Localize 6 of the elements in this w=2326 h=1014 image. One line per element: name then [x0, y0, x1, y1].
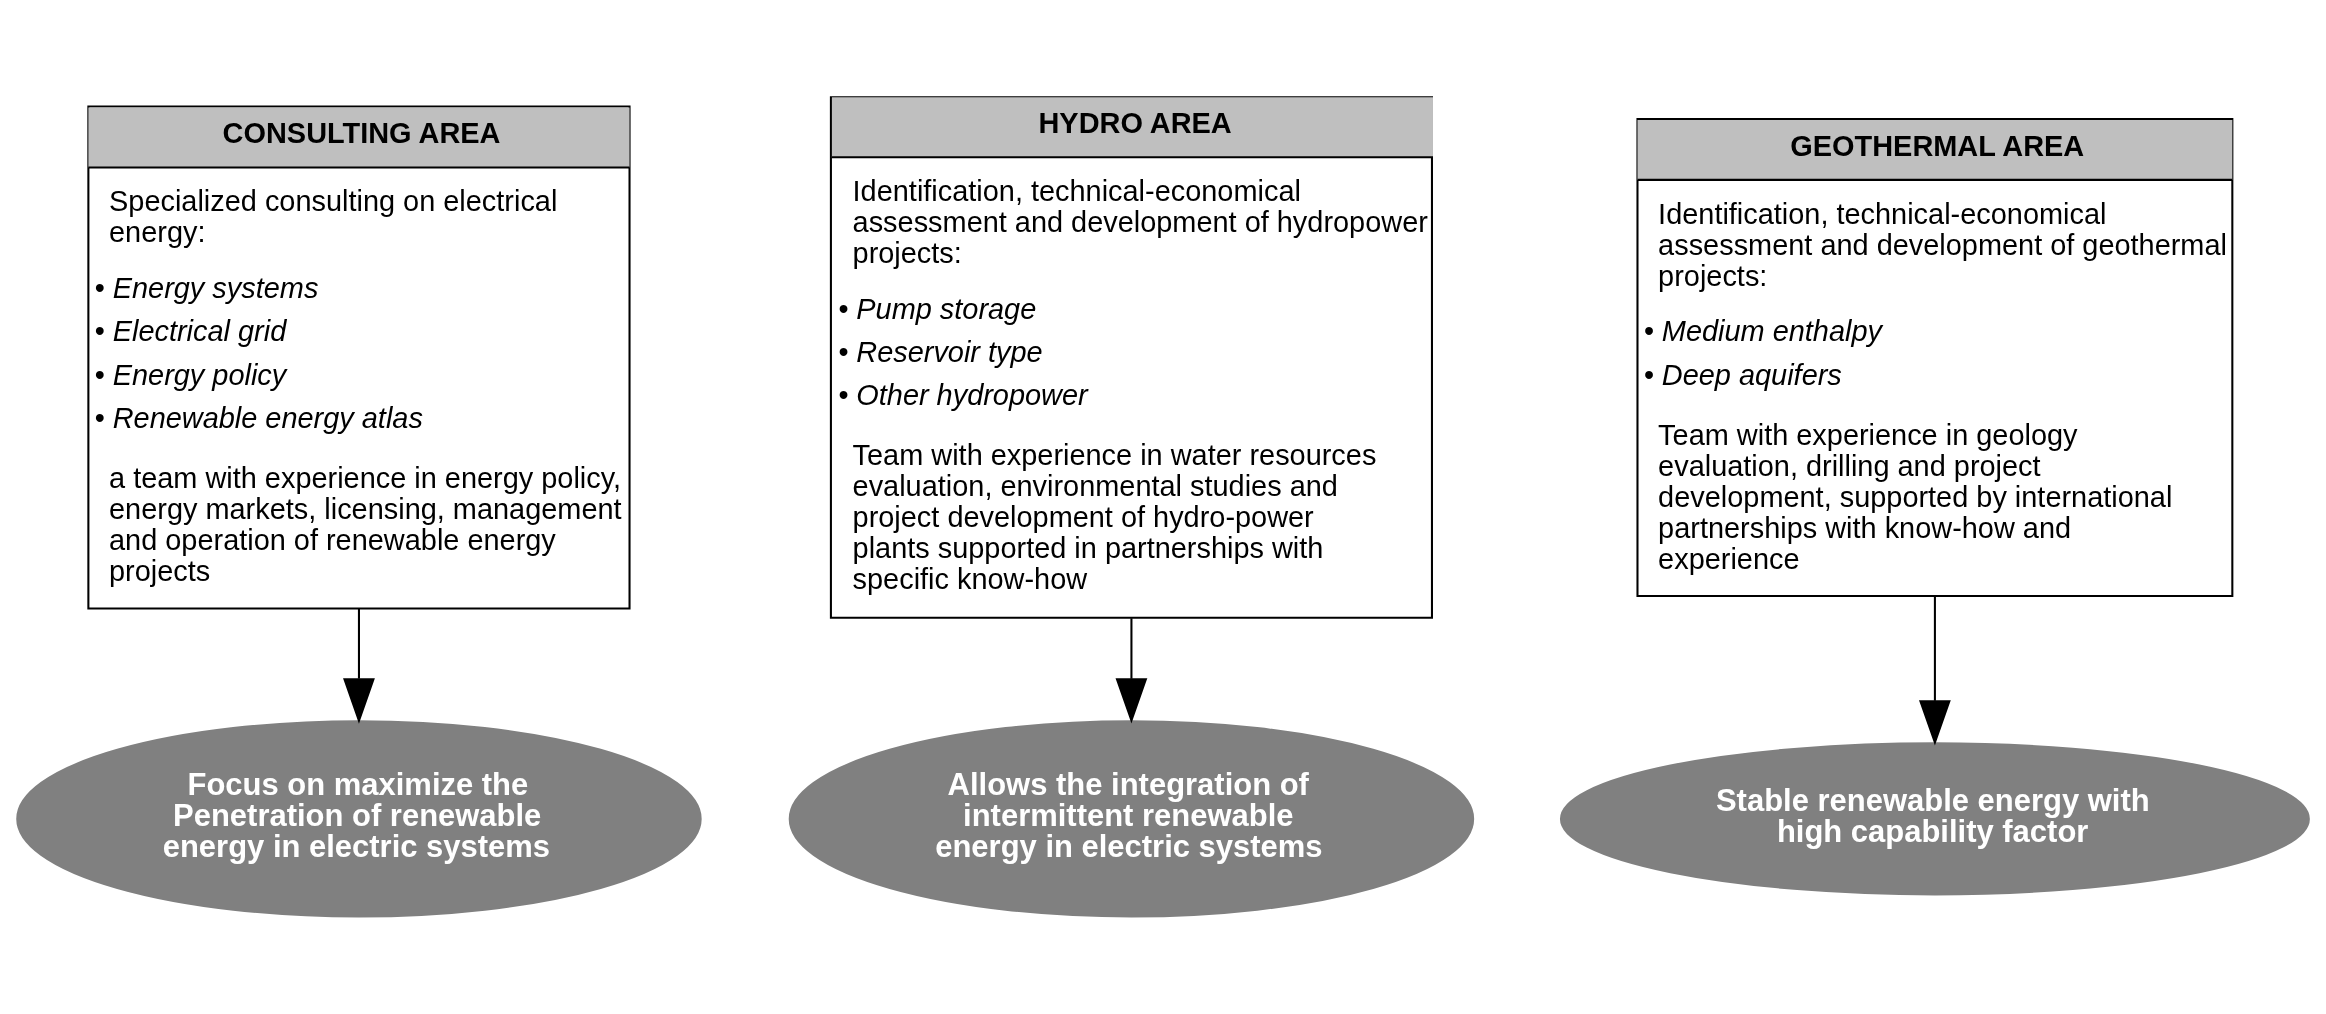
node-ellipse: Stable renewable energy with high capability factor: [1559, 742, 2310, 896]
node-ellipse: Focus on maximize the Penetration of renewable energy in electric systems: [16, 720, 702, 918]
arrow: [1919, 596, 1951, 746]
arrow: [1115, 618, 1148, 724]
node-ellipse: Allows the integration of intermittent renewable energy in electric systems: [788, 720, 1475, 918]
arrow: [343, 608, 375, 724]
